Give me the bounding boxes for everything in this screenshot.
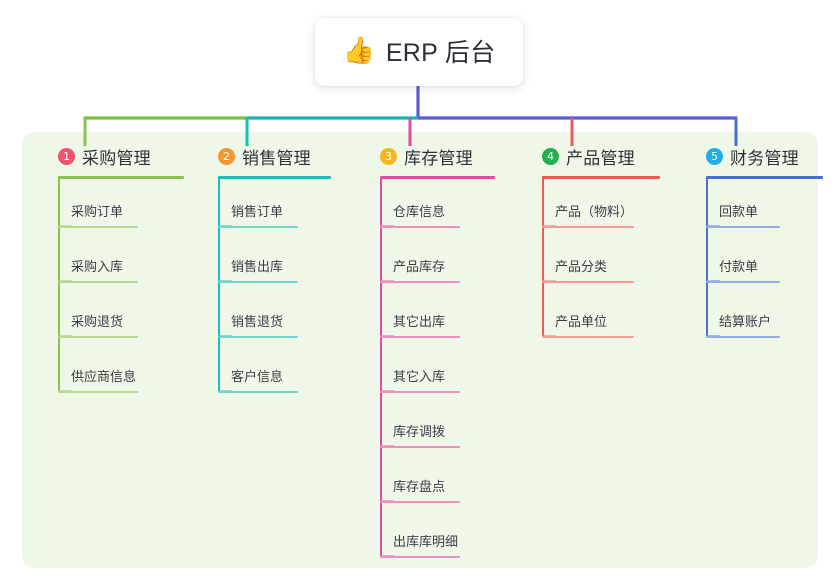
branch-item-label: 回款单 — [719, 204, 759, 219]
branch-item-label: 销售退货 — [231, 314, 284, 329]
branch-item-underline — [58, 391, 138, 393]
branch-item[interactable]: 产品库存 — [380, 259, 460, 283]
branch-item-label: 产品分类 — [555, 259, 608, 274]
branch-item-label: 采购订单 — [71, 204, 124, 219]
root-title: ERP 后台 — [385, 39, 496, 67]
branch-title: 销售管理 — [242, 148, 311, 168]
branch-item-underline — [542, 336, 634, 338]
branch-item[interactable]: 采购订单 — [58, 204, 138, 228]
branch-item-label: 采购退货 — [71, 314, 124, 329]
branch-item[interactable]: 采购退货 — [58, 314, 138, 338]
branch-item[interactable]: 其它出库 — [380, 314, 460, 338]
branch-item[interactable]: 产品分类 — [542, 259, 634, 283]
branch-item-underline — [218, 391, 298, 393]
branch-item-label: 采购入库 — [71, 259, 124, 274]
root-node-content: 👍 ERP 后台 — [342, 33, 495, 69]
branch-header-2[interactable]: 2 销售管理 — [200, 144, 311, 168]
branch-item[interactable]: 回款单 — [706, 204, 780, 228]
branch-header-underline — [218, 176, 331, 179]
branch-item[interactable]: 产品单位 — [542, 314, 634, 338]
thumbs-up-icon: 👍 — [342, 36, 375, 66]
branch-item-underline — [706, 226, 780, 228]
branch-item-underline — [380, 391, 460, 393]
branch-item-underline — [542, 226, 634, 228]
branch-header-underline — [58, 176, 184, 179]
branch-item-underline — [58, 281, 138, 283]
branch-title: 库存管理 — [404, 148, 473, 168]
branch-item[interactable]: 客户信息 — [218, 369, 298, 393]
branch-header-3[interactable]: 3 库存管理 — [362, 144, 473, 168]
branch-column-3: 3 库存管理仓库信息产品库存其它出库其它入库库存调拨库存盘点出库库明细 — [362, 144, 495, 558]
branch-title: 财务管理 — [730, 148, 799, 168]
branch-header-5[interactable]: 5 财务管理 — [688, 144, 799, 168]
branch-item[interactable]: 仓库信息 — [380, 204, 460, 228]
branch-column-1: 1 采购管理采购订单采购入库采购退货供应商信息 — [40, 144, 184, 393]
branch-item-underline — [706, 281, 780, 283]
branch-column-5: 5 财务管理回款单付款单结算账户 — [688, 144, 823, 338]
branch-item-label: 供应商信息 — [71, 369, 137, 384]
branch-item[interactable]: 销售订单 — [218, 204, 298, 228]
branch-item-label: 仓库信息 — [393, 204, 446, 219]
branch-item[interactable]: 其它入库 — [380, 369, 460, 393]
branch-item[interactable]: 采购入库 — [58, 259, 138, 283]
branch-item-label: 付款单 — [719, 259, 759, 274]
branch-item-underline — [380, 281, 460, 283]
branch-header-underline — [380, 176, 495, 179]
branch-number-badge: 4 — [542, 147, 559, 165]
branch-item-underline — [58, 336, 138, 338]
branch-item-label: 销售订单 — [231, 204, 284, 219]
branch-item[interactable]: 销售出库 — [218, 259, 298, 283]
branch-item[interactable]: 供应商信息 — [58, 369, 138, 393]
branch-item-underline — [380, 336, 460, 338]
branch-item-label: 客户信息 — [231, 369, 284, 384]
branch-item[interactable]: 付款单 — [706, 259, 780, 283]
branch-item-label: 其它出库 — [393, 314, 446, 329]
branch-title: 产品管理 — [566, 148, 635, 168]
branch-item[interactable]: 库存盘点 — [380, 479, 460, 503]
branch-number-badge: 1 — [58, 147, 75, 165]
root-node[interactable]: 👍 ERP 后台 — [315, 18, 523, 86]
branch-item-underline — [58, 226, 138, 228]
branch-item[interactable]: 结算账户 — [706, 314, 780, 338]
branch-item[interactable]: 库存调拨 — [380, 424, 460, 448]
branch-item-label: 产品库存 — [393, 259, 446, 274]
branch-item-underline — [380, 556, 460, 558]
branch-number-badge: 2 — [218, 147, 235, 165]
branch-item-label: 库存调拨 — [393, 424, 446, 439]
branch-item-underline — [380, 226, 460, 228]
branch-number-badge: 5 — [706, 147, 723, 165]
branch-item-label: 产品单位 — [555, 314, 608, 329]
branch-item-underline — [218, 281, 298, 283]
branch-header-4[interactable]: 4 产品管理 — [524, 144, 635, 168]
branch-item-underline — [380, 501, 460, 503]
branch-item-label: 销售出库 — [231, 259, 284, 274]
branch-column-4: 4 产品管理产品（物料） 产品分类产品单位 — [524, 144, 660, 338]
branch-item-label: 其它入库 — [393, 369, 446, 384]
branch-item-underline — [706, 336, 780, 338]
branch-item-underline — [218, 226, 298, 228]
branch-item[interactable]: 产品（物料） — [542, 204, 634, 228]
branch-item-label: 产品（物料） — [555, 204, 634, 219]
branch-item[interactable]: 销售退货 — [218, 314, 298, 338]
branch-header-underline — [706, 176, 823, 179]
branch-title: 采购管理 — [82, 148, 151, 168]
branch-item-underline — [380, 446, 460, 448]
branch-header-underline — [542, 176, 660, 179]
branch-header-1[interactable]: 1 采购管理 — [40, 144, 151, 168]
branch-item-label: 库存盘点 — [393, 479, 446, 494]
branch-item-label: 结算账户 — [719, 314, 772, 329]
branches-panel — [22, 132, 818, 568]
branch-number-badge: 3 — [380, 147, 397, 165]
branch-item-label: 出库库明细 — [393, 534, 459, 549]
branch-item[interactable]: 出库库明细 — [380, 534, 460, 558]
branch-item-underline — [218, 336, 298, 338]
branch-item-underline — [542, 281, 634, 283]
branch-column-2: 2 销售管理销售订单销售出库销售退货客户信息 — [200, 144, 331, 393]
